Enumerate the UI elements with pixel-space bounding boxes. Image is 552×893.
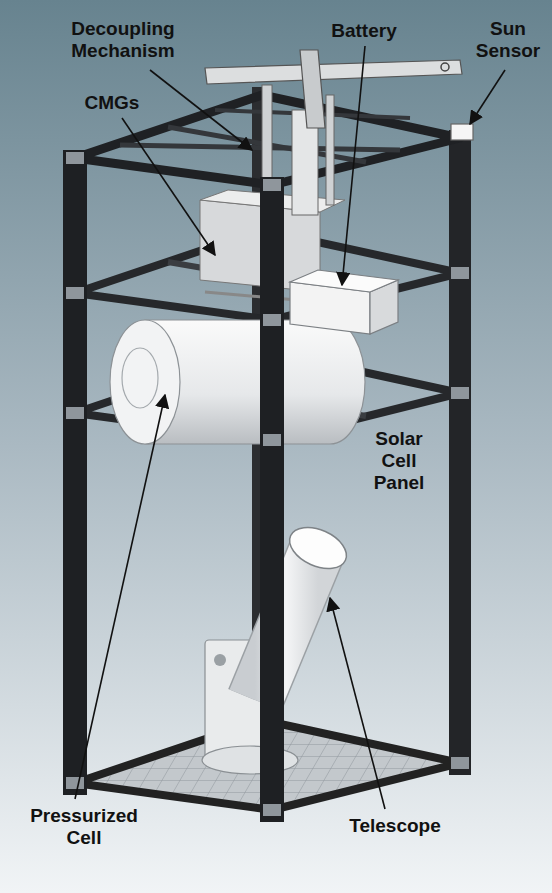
corner-gusset <box>263 804 281 816</box>
leader-line <box>470 70 505 124</box>
corner-gusset <box>263 314 281 326</box>
decoupling-rod <box>326 95 334 205</box>
decoupling-beam <box>300 50 325 128</box>
pressurized-cell <box>122 348 158 408</box>
corner-gusset <box>451 387 469 399</box>
part-label: Decoupling Mechanism <box>48 18 198 62</box>
corner-gusset <box>66 287 84 299</box>
leader-line <box>330 598 385 809</box>
sun-sensor <box>451 124 473 140</box>
frame-post <box>260 177 284 822</box>
battery-box <box>290 270 398 292</box>
corner-gusset <box>66 407 84 419</box>
corner-gusset <box>451 267 469 279</box>
part-label: Telescope <box>340 815 450 837</box>
corner-gusset <box>263 434 281 446</box>
corner-gusset <box>263 179 281 191</box>
part-label: Battery <box>322 20 406 42</box>
leader-line <box>75 395 165 799</box>
part-label: CMGs <box>80 92 144 114</box>
leader-line <box>342 46 365 285</box>
frame-post <box>449 130 471 775</box>
leader-line <box>150 70 252 150</box>
corner-gusset <box>66 152 469 816</box>
part-label: Solar Cell Panel <box>360 428 438 494</box>
part-label: Sun Sensor <box>470 18 546 62</box>
part-label: Pressurized Cell <box>14 805 154 849</box>
leader-line <box>122 118 215 255</box>
telescope-mount <box>214 654 226 666</box>
corner-gusset <box>66 777 84 789</box>
corner-gusset <box>451 757 469 769</box>
telescope-aperture <box>283 519 352 576</box>
pressurized-cell <box>110 320 180 444</box>
leader-line <box>75 46 505 809</box>
decoupling-hinge <box>441 63 449 71</box>
frame-post <box>63 150 87 795</box>
decoupling-beam <box>205 60 462 84</box>
corner-gusset <box>66 152 84 164</box>
